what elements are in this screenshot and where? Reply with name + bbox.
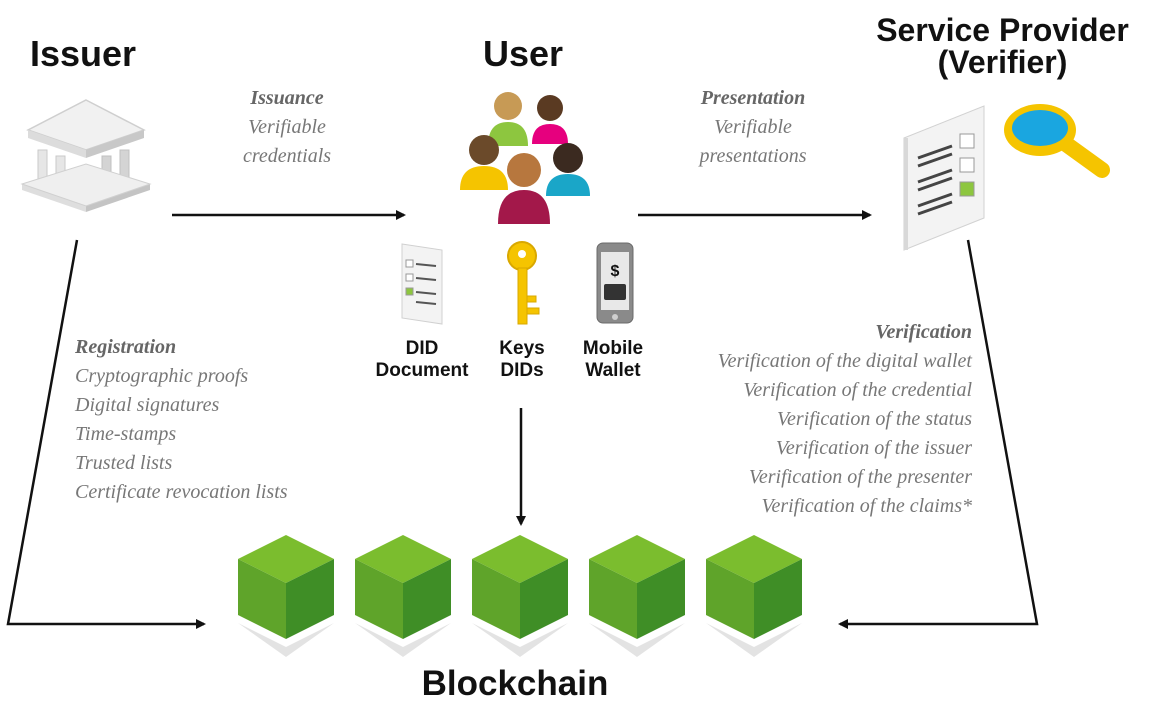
registration-line: Cryptographic proofs xyxy=(75,365,249,387)
registration-line: Certificate revocation lists xyxy=(75,481,288,503)
block-icon xyxy=(589,535,685,657)
user-title: User xyxy=(482,33,564,74)
did-document-label-line: DID xyxy=(405,338,439,359)
verification-heading: Verification xyxy=(875,321,972,343)
keys-dids-label-line: DIDs xyxy=(500,360,544,381)
presentation-line: Verifiable xyxy=(714,116,792,138)
issuance-label: Issuance Verifiable credentials xyxy=(222,84,352,171)
presentation-line: presentations xyxy=(699,145,807,167)
presentation-label: Presentation Verifiable presentations xyxy=(668,84,838,171)
bank-icon xyxy=(20,99,152,212)
issuance-line: Verifiable xyxy=(248,116,326,138)
block-icon xyxy=(355,535,451,657)
registration-line: Trusted lists xyxy=(75,452,173,474)
verification-line: Verification of the status xyxy=(777,408,972,430)
verification-line: Verification of the claims* xyxy=(761,495,972,517)
document-icon xyxy=(401,243,443,325)
did-document-label: DID Document xyxy=(360,338,484,382)
issuer-title: Issuer xyxy=(30,33,137,74)
registration-label: Registration Cryptographic proofs Digita… xyxy=(75,333,395,507)
verification-label: Verification Verification of the digital… xyxy=(640,318,972,521)
service-provider-title-line2: (Verifier) xyxy=(937,44,1068,80)
blockchain-blocks xyxy=(238,535,802,657)
verification-arrow xyxy=(838,239,1039,629)
issuance-line: credentials xyxy=(242,145,332,167)
service-provider-title-line1: Service Provider xyxy=(876,12,1129,48)
registration-line: Digital signatures xyxy=(75,394,220,416)
block-icon xyxy=(706,535,802,657)
checklist-icon xyxy=(903,105,985,251)
block-icon xyxy=(472,535,568,657)
mobile-wallet-label-line: Mobile xyxy=(582,338,644,359)
registration-line: Time-stamps xyxy=(75,423,177,445)
verification-line: Verification of the issuer xyxy=(775,437,972,459)
magnifier-icon xyxy=(1004,104,1110,178)
issuance-heading: Issuance xyxy=(250,87,324,109)
presentation-heading: Presentation xyxy=(700,87,806,109)
registration-arrow xyxy=(6,239,206,629)
mobile-wallet-icon: $ xyxy=(596,242,634,324)
verification-line: Verification of the credential xyxy=(743,379,972,401)
did-document-label-line: Document xyxy=(375,360,469,381)
key-icon xyxy=(507,241,540,325)
mobile-wallet-label: Mobile Wallet xyxy=(565,338,661,382)
block-icon xyxy=(238,535,334,657)
verification-line: Verification of the digital wallet xyxy=(717,350,972,372)
svg-text:$: $ xyxy=(611,263,620,280)
people-icon xyxy=(460,92,590,224)
registration-heading: Registration xyxy=(75,336,177,358)
mobile-wallet-label-line: Wallet xyxy=(585,360,641,381)
keys-dids-label: Keys DIDs xyxy=(482,338,562,382)
keys-dids-label-line: Keys xyxy=(499,338,545,359)
service-provider-title: Service Provider (Verifier) xyxy=(850,14,1155,78)
blockchain-title: Blockchain xyxy=(421,664,609,703)
verification-line: Verification of the presenter xyxy=(748,466,972,488)
